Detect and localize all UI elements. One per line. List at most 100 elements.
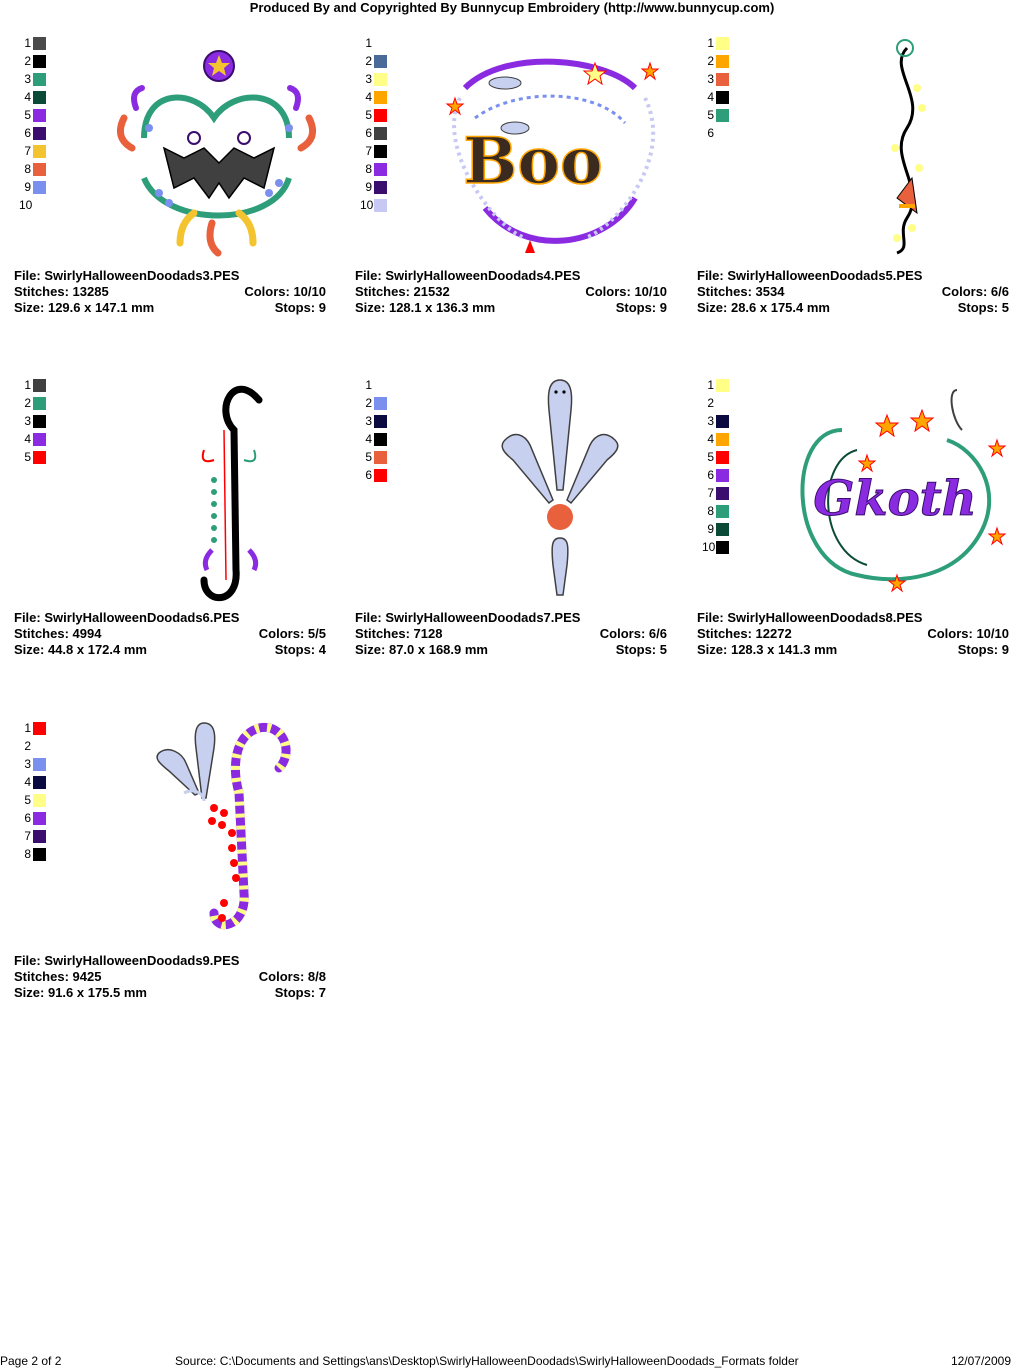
color-swatch [33, 55, 46, 68]
color-swatch-row: 5 [702, 108, 742, 126]
design-size: 128.1 x 136.3 mm [388, 300, 496, 315]
swatch-number: 2 [707, 54, 714, 68]
color-swatch-row: 8 [360, 162, 400, 180]
color-swatch [716, 109, 729, 122]
color-swatch-row: 4 [702, 90, 742, 108]
swatch-number: 4 [24, 90, 31, 104]
design-size: 128.3 x 141.3 mm [730, 642, 838, 657]
color-swatch [716, 541, 729, 554]
stop-count: 9 [659, 300, 667, 315]
swatch-number: 6 [24, 126, 31, 140]
color-swatch-row: 4 [19, 90, 59, 108]
color-swatch [374, 397, 387, 410]
stop-count: 9 [318, 300, 326, 315]
color-swatch-row: 6 [360, 126, 400, 144]
color-swatch-row: 10 [360, 198, 400, 216]
color-swatch-row: 9 [360, 180, 400, 198]
color-swatch [33, 776, 46, 789]
color-swatch [716, 469, 729, 482]
print-date: 12/07/2009 [950, 1354, 1011, 1368]
svg-text:Gkoth: Gkoth [813, 471, 976, 527]
swatch-number: 1 [24, 378, 31, 392]
color-swatch [33, 812, 46, 825]
color-swatch-row: 2 [19, 396, 59, 414]
color-swatch-row: 9 [19, 180, 59, 198]
stop-count: 4 [318, 642, 326, 657]
stitch-count: 7128 [413, 626, 443, 641]
color-swatch [33, 73, 46, 86]
swatch-number: 4 [707, 90, 714, 104]
color-count: 10/10 [976, 626, 1009, 641]
color-swatch [33, 379, 46, 392]
swatch-number: 5 [707, 450, 714, 464]
swatch-number: 5 [707, 108, 714, 122]
swatch-number: 10 [702, 540, 716, 554]
color-swatch [716, 523, 729, 536]
color-swatch [374, 145, 387, 158]
stitch-count: 13285 [72, 284, 109, 299]
color-swatch [374, 91, 387, 104]
swatch-number: 6 [24, 811, 31, 825]
svg-text:Boo: Boo [463, 124, 602, 199]
color-swatch-row: 1 [702, 378, 742, 396]
swatch-number: 2 [24, 396, 31, 410]
color-swatch-row: 3 [702, 72, 742, 90]
swatch-number: 6 [365, 468, 372, 482]
color-swatch-row: 10 [19, 198, 59, 216]
color-swatch-row: 6 [702, 126, 742, 144]
swatch-number: 5 [365, 450, 372, 464]
color-swatch [716, 433, 729, 446]
swatch-number: 8 [365, 162, 372, 176]
design-info: File: SwirlyHalloweenDoodads5.PES Stitch… [697, 268, 1009, 315]
file-name: SwirlyHalloweenDoodads7.PES [385, 610, 581, 625]
swatch-number: 9 [707, 522, 714, 536]
color-count: 6/6 [648, 626, 667, 641]
color-swatch [374, 127, 387, 140]
color-swatch-row: 5 [702, 450, 742, 468]
file-name: SwirlyHalloweenDoodads8.PES [727, 610, 923, 625]
color-swatch [33, 722, 46, 735]
color-swatch [374, 415, 387, 428]
color-swatch-row: 5 [19, 108, 59, 126]
color-swatch-row: 5 [19, 793, 59, 811]
color-swatch-row: 5 [360, 108, 400, 126]
stop-count: 5 [1001, 300, 1009, 315]
design-size: 87.0 x 168.9 mm [388, 642, 488, 657]
swatch-number: 1 [24, 36, 31, 50]
swatch-number: 1 [365, 378, 372, 392]
color-swatch [374, 451, 387, 464]
color-swatch [374, 181, 387, 194]
color-swatch-row: 2 [19, 54, 59, 72]
embroidery-bat-design [116, 50, 317, 257]
color-swatch-row: 6 [702, 468, 742, 486]
swatch-number: 6 [707, 126, 714, 140]
stop-count: 7 [318, 985, 326, 1000]
swatch-number: 2 [707, 396, 714, 410]
color-swatch-row: 6 [19, 811, 59, 829]
stitch-count: 12272 [755, 626, 792, 641]
swatch-number: 7 [24, 829, 31, 843]
color-swatch-row: 4 [19, 432, 59, 450]
embroidery-ghost-spray-design [501, 379, 619, 596]
color-swatch [33, 848, 46, 861]
color-swatch [716, 37, 729, 50]
color-swatch [374, 469, 387, 482]
swatch-number: 5 [24, 108, 31, 122]
color-swatch-row: 7 [19, 144, 59, 162]
swatch-number: 3 [24, 414, 31, 428]
color-swatch [33, 163, 46, 176]
color-count: 10/10 [634, 284, 667, 299]
color-swatch [716, 415, 729, 428]
stitch-count: 9425 [72, 969, 102, 984]
swatch-number: 4 [365, 90, 372, 104]
source-path: Source: C:\Documents and Settings\ans\De… [175, 1354, 799, 1368]
swatch-number: 4 [707, 432, 714, 446]
embroidery-candy-cane-design [156, 722, 291, 930]
color-swatch [33, 91, 46, 104]
swatch-number: 2 [24, 54, 31, 68]
